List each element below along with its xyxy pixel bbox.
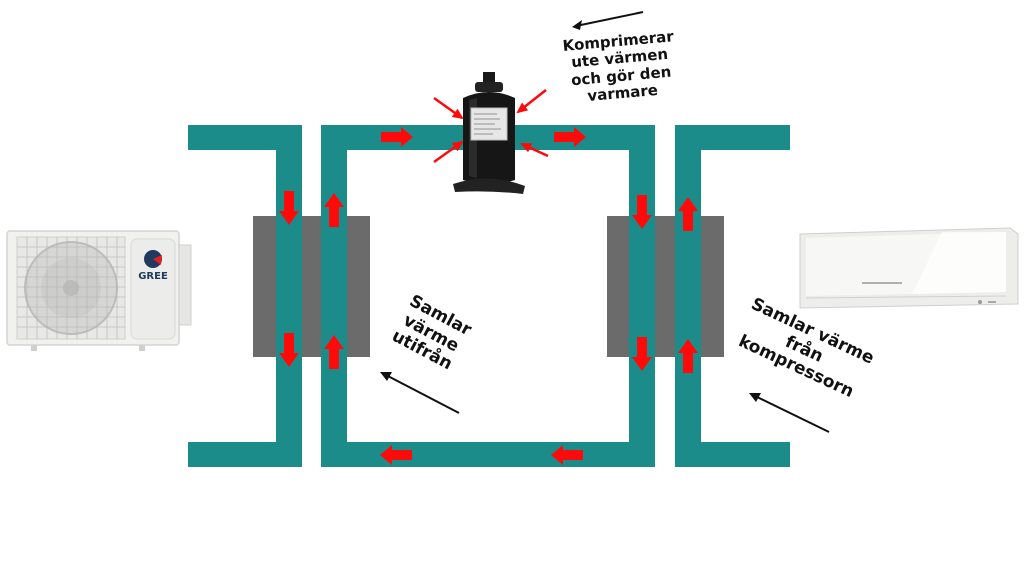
indoor-heat-exchanger bbox=[607, 216, 724, 357]
flow-arrow-left-icon bbox=[380, 445, 412, 465]
pipe-right-outer-bottom bbox=[675, 442, 790, 467]
flow-arrow-left-icon bbox=[551, 445, 583, 465]
flow-arrow-up-icon bbox=[324, 193, 344, 227]
outdoor-annotation-arrow bbox=[380, 372, 460, 414]
flow-arrow-right-icon bbox=[381, 127, 413, 147]
flow-arrow-down-icon bbox=[279, 333, 299, 367]
compressor-annotation-arrow bbox=[572, 11, 644, 30]
flow-arrow-up-icon bbox=[678, 197, 698, 231]
pipe-left-outer-bottom bbox=[188, 442, 302, 467]
gree-logo: GREE bbox=[138, 250, 168, 282]
pipe-loop-bottom bbox=[321, 442, 655, 467]
flow-arrow-up-icon bbox=[324, 335, 344, 369]
compression-arrow-icon bbox=[520, 143, 533, 153]
flow-arrow-down-icon bbox=[632, 195, 652, 229]
indoor-annotation-arrow bbox=[749, 393, 830, 433]
brand-label: GREE bbox=[138, 271, 168, 282]
outdoor-heat-exchanger bbox=[253, 216, 370, 357]
pipe-loop-left bbox=[321, 125, 347, 467]
flow-arrow-right-icon bbox=[554, 127, 586, 147]
fan-grille bbox=[16, 236, 126, 340]
compression-arrow-icon bbox=[516, 102, 529, 114]
compressor-label: Komprimerar ute värmen och gör den varma… bbox=[562, 27, 679, 106]
flow-arrow-up-icon bbox=[678, 339, 698, 373]
pipe-loop-right bbox=[629, 125, 655, 467]
pipe-right-outer-vertical bbox=[675, 125, 701, 467]
indoor-unit bbox=[799, 227, 1019, 309]
outdoor-unit: GREE bbox=[6, 230, 192, 351]
compression-arrow-icon bbox=[451, 108, 464, 120]
flow-arrow-down-icon bbox=[632, 337, 652, 371]
flow-arrow-down-icon bbox=[279, 191, 299, 225]
compressor bbox=[453, 72, 525, 194]
pipe-left-outer-vertical bbox=[276, 125, 302, 467]
compression-arrow-icon bbox=[451, 140, 464, 152]
